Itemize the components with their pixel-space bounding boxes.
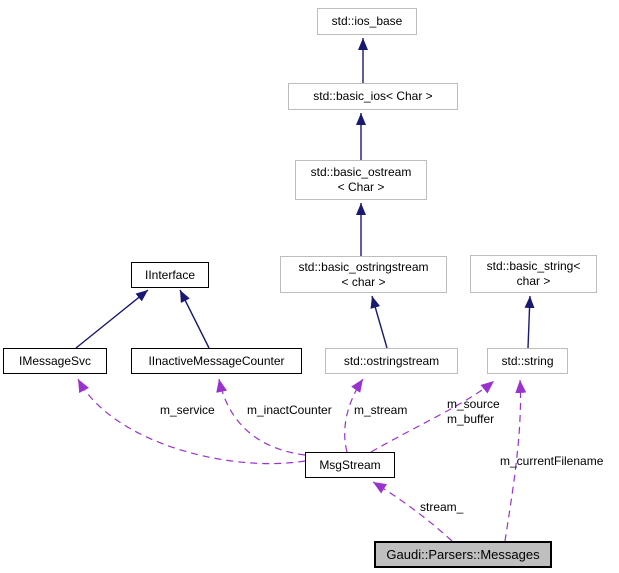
node-iinterface[interactable]: IInterface <box>131 262 209 288</box>
node-std-ostringstream[interactable]: std::ostringstream <box>325 348 458 374</box>
node-label: IMessageSvc <box>18 353 92 368</box>
node-label-line2: < Char > <box>337 180 385 194</box>
node-msgstream[interactable]: MsgStream <box>305 452 395 478</box>
edge-inheritance-iinactivemessagecounter-to-iinterface <box>179 289 210 349</box>
edge-label-stream: stream_ <box>420 500 464 514</box>
edge-usage-m-inactcounter <box>216 378 306 456</box>
edge-label-m-buffer: m_buffer <box>447 412 495 426</box>
node-label-line1: std::basic_ostream <box>310 165 412 179</box>
edge-usage-m-service <box>77 378 306 465</box>
node-label: std::ostringstream <box>343 353 440 368</box>
node-std-string[interactable]: std::string <box>487 348 568 374</box>
edge-label-m-inactcounter: m_inactCounter <box>247 403 332 417</box>
node-iinactivemessagecounter[interactable]: IInactiveMessageCounter <box>131 348 302 374</box>
node-label: MsgStream <box>319 457 381 472</box>
edge-label-m-service: m_service <box>160 403 215 417</box>
node-label-line1: std::basic_ostringstream <box>298 259 429 274</box>
node-std-basic-ostream[interactable]: std::basic_ostream < Char > <box>295 160 427 200</box>
node-label-line2: char > <box>516 274 551 288</box>
node-label: IInactiveMessageCounter <box>148 353 285 368</box>
node-label: std::ios_base <box>331 14 403 28</box>
node-imessagesvc[interactable]: IMessageSvc <box>3 348 107 374</box>
node-label: std::string <box>501 353 554 368</box>
node-label: std::basic_ios< Char > <box>313 89 433 103</box>
edge-label-m-currentfilename: m_currentFilename <box>500 454 604 468</box>
node-std-basic-ios[interactable]: std::basic_ios< Char > <box>288 83 458 110</box>
node-gaudi-parsers-messages-current: Gaudi::Parsers::Messages <box>374 541 552 568</box>
edge-label-m-source: m_source <box>447 397 500 411</box>
node-label: IInterface <box>144 267 196 282</box>
node-label-line2: < char > <box>341 274 386 289</box>
node-std-basic-ostringstream[interactable]: std::basic_ostringstream < char > <box>280 256 447 293</box>
node-label-line1: std::basic_string< <box>486 259 581 273</box>
node-label: Gaudi::Parsers::Messages <box>386 547 540 562</box>
edge-label-m-stream: m_stream <box>354 403 408 417</box>
edge-inheritance-ostringstream-to-basic-ostringstream <box>370 295 388 349</box>
edge-inheritance-imessagesvc-to-iinterface <box>75 289 149 349</box>
edge-inheritance-string-to-basic-string <box>524 295 535 349</box>
node-std-ios-base[interactable]: std::ios_base <box>317 8 417 35</box>
node-std-basic-string[interactable]: std::basic_string< char > <box>470 255 597 293</box>
